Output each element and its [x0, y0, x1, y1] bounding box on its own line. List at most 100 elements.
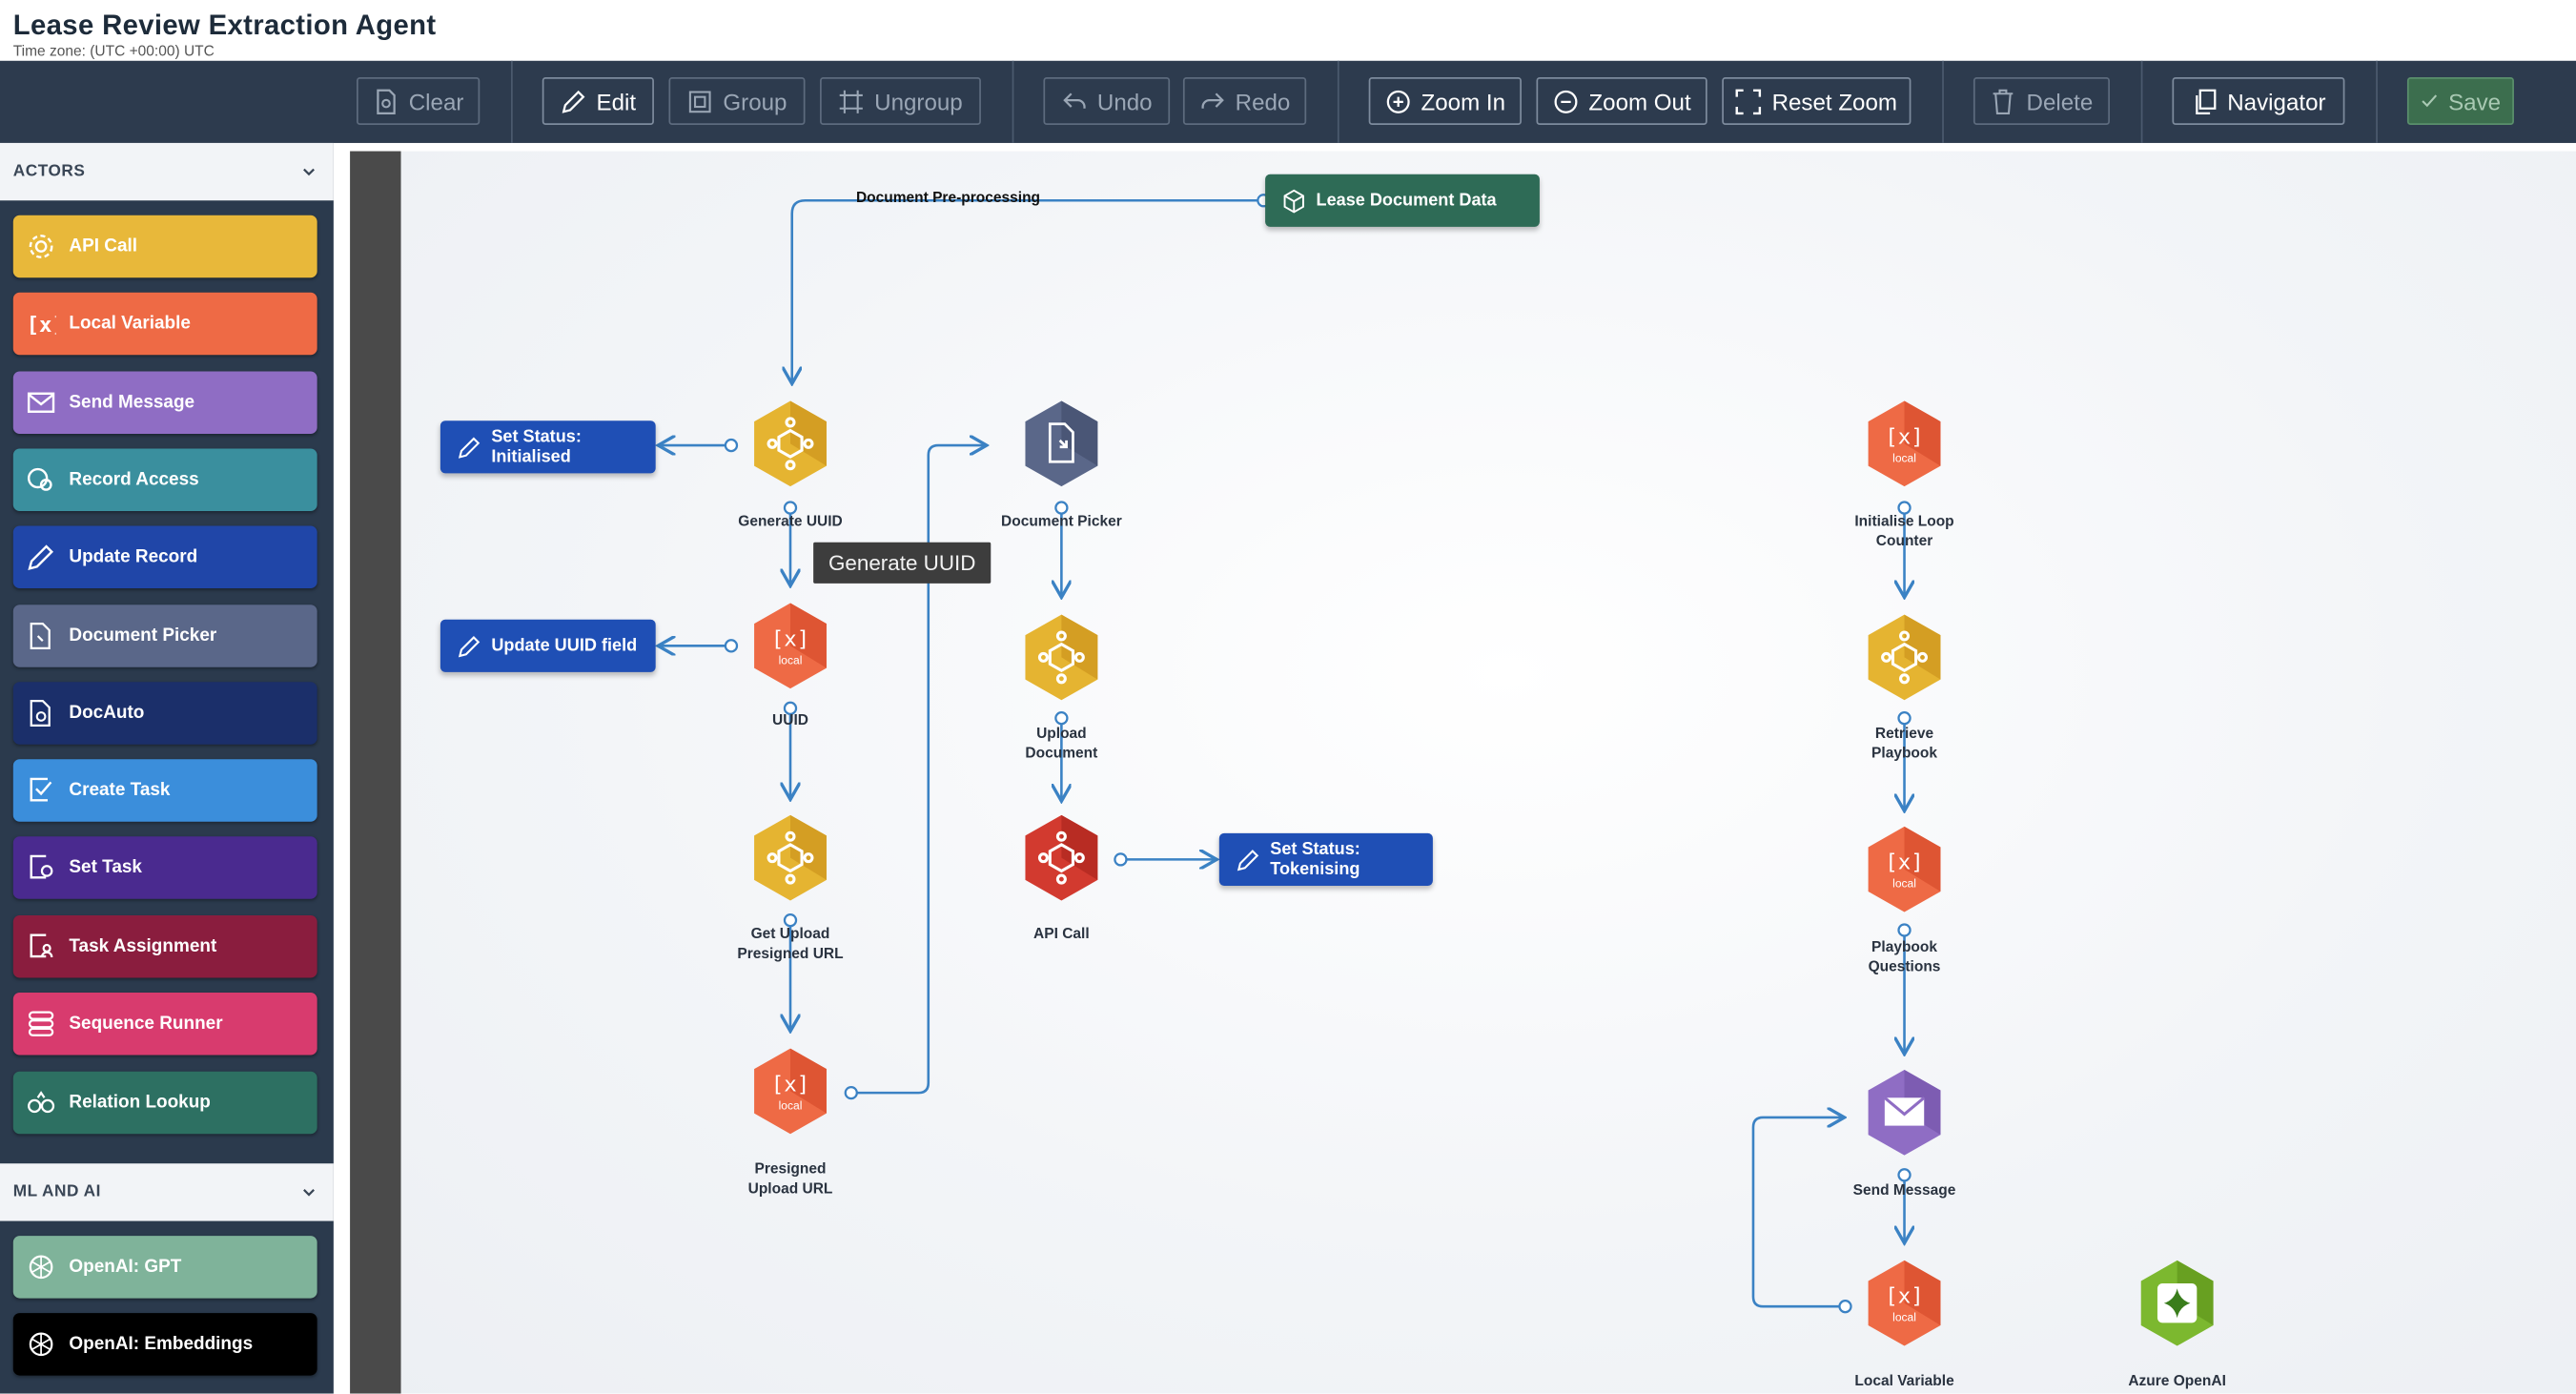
- node-label-local-variable: Local Variable: [1854, 1372, 1954, 1389]
- actor-record-access[interactable]: Record Access: [12, 448, 317, 512]
- node-label-send-message: Send Message: [1852, 1181, 1956, 1199]
- pencil-icon: [1237, 849, 1259, 871]
- actor-label: API Call: [69, 236, 138, 256]
- navigator-icon: [2195, 88, 2216, 114]
- actor-task-assignment[interactable]: Task Assignment: [12, 914, 317, 978]
- variable-icon: [x]local: [1868, 400, 1941, 487]
- redo-label: Redo: [1235, 88, 1291, 114]
- playbook-questions-node[interactable]: [x]local: [1863, 825, 1945, 913]
- initialise-loop-counter-node[interactable]: [x]local: [1863, 400, 1945, 488]
- pencil-icon: [458, 635, 480, 657]
- svg-text:[x]: [x]: [1885, 1284, 1923, 1309]
- delete-button[interactable]: Delete: [1973, 77, 2110, 125]
- box-label: Lease Document Data: [1316, 190, 1497, 211]
- gear-icon: [29, 235, 53, 258]
- zoom-out-icon: [1554, 90, 1578, 113]
- group-button[interactable]: Group: [668, 77, 806, 125]
- document-picker-icon: [30, 622, 51, 650]
- redo-button[interactable]: Redo: [1182, 77, 1307, 125]
- actor-update-record[interactable]: Update Record: [12, 525, 317, 589]
- generate-uuid-node[interactable]: [749, 400, 831, 488]
- actors-section-header[interactable]: ACTORS: [0, 142, 334, 201]
- svg-text:local: local: [779, 1098, 803, 1112]
- check-icon: [2422, 94, 2438, 108]
- reset-zoom-button[interactable]: Reset Zoom: [1722, 77, 1912, 125]
- zoom-in-button[interactable]: Zoom In: [1368, 77, 1522, 125]
- actor-openai-gpt[interactable]: OpenAI: GPT: [12, 1236, 317, 1299]
- svg-text:local: local: [779, 653, 803, 666]
- undo-label: Undo: [1096, 88, 1153, 114]
- ungroup-icon: [839, 89, 864, 113]
- svg-text:[x]: [x]: [771, 626, 809, 651]
- actor-openai-embeddings[interactable]: OpenAI: Embeddings: [12, 1313, 317, 1376]
- openai-icon: [29, 1255, 53, 1280]
- node-label-init-loop: Initialise Loop Counter: [1854, 512, 1954, 548]
- flow-canvas[interactable]: [350, 151, 2576, 1394]
- presigned-upload-url-node[interactable]: [x]local: [749, 1047, 831, 1136]
- node-label-presigned: Presigned Upload URL: [747, 1159, 833, 1196]
- get-upload-presigned-url-node[interactable]: [749, 813, 831, 902]
- zoom-out-label: Zoom Out: [1588, 88, 1691, 114]
- redo-icon: [1201, 92, 1224, 108]
- node-label-upload-document: Upload Document: [1025, 725, 1098, 761]
- edit-button[interactable]: Edit: [542, 77, 654, 125]
- node-label-retrieve-playbook: Retrieve Playbook: [1871, 725, 1938, 761]
- canvas-scroll-edge: [350, 151, 401, 1394]
- reset-zoom-icon: [1736, 88, 1762, 114]
- send-message-node[interactable]: [1863, 1068, 1945, 1157]
- set-status-tokenising-node[interactable]: Set Status: Tokenising: [1218, 832, 1433, 886]
- uuid-variable-node[interactable]: [x] local: [749, 602, 831, 690]
- api-hub-icon: [754, 814, 827, 901]
- actor-set-task[interactable]: Set Task: [12, 836, 317, 899]
- undo-icon: [1062, 92, 1086, 108]
- variable-icon: [x]local: [1868, 826, 1941, 912]
- local-variable-node[interactable]: [x]local: [1863, 1259, 1945, 1347]
- page-title: Lease Review Extraction Agent: [12, 10, 437, 42]
- save-button[interactable]: Save: [2406, 77, 2514, 125]
- group-icon: [688, 90, 711, 113]
- upload-document-node[interactable]: [1020, 613, 1102, 702]
- chevron-down-icon: [303, 167, 315, 175]
- docauto-icon: [30, 699, 51, 728]
- ungroup-button[interactable]: Ungroup: [820, 77, 981, 125]
- actor-local-variable[interactable]: [x] Local Variable: [12, 292, 317, 356]
- actor-label: OpenAI: GPT: [69, 1257, 182, 1278]
- clear-button[interactable]: Clear: [356, 77, 480, 125]
- azure-openai-node[interactable]: [2136, 1259, 2218, 1347]
- actor-label: Local Variable: [69, 314, 191, 334]
- actor-label: Document Picker: [69, 625, 217, 646]
- actor-send-message[interactable]: Send Message: [12, 371, 317, 435]
- document-picker-icon: [1025, 400, 1098, 487]
- svg-text:[x]: [x]: [27, 313, 56, 338]
- actor-label: Update Record: [69, 546, 198, 567]
- lease-document-data-node[interactable]: Lease Document Data: [1265, 174, 1540, 227]
- undo-button[interactable]: Undo: [1043, 77, 1171, 125]
- clear-label: Clear: [408, 88, 464, 114]
- box-label: Set Status: Initialised: [491, 427, 582, 467]
- node-label-azure-openai: Azure OpenAI: [2128, 1372, 2226, 1389]
- actor-sequence-runner[interactable]: Sequence Runner: [12, 992, 317, 1056]
- set-status-initialised-node[interactable]: Set Status: Initialised: [440, 420, 656, 474]
- svg-text:[x]: [x]: [1885, 851, 1923, 875]
- actor-relation-lookup[interactable]: Relation Lookup: [12, 1071, 317, 1135]
- edge-presigned-to-picker: [850, 445, 985, 1095]
- document-picker-node[interactable]: [1020, 400, 1102, 488]
- actor-label: DocAuto: [69, 703, 145, 724]
- zoom-out-button[interactable]: Zoom Out: [1536, 77, 1707, 125]
- actor-document-picker[interactable]: Document Picker: [12, 605, 317, 667]
- api-call-node[interactable]: [1020, 813, 1102, 902]
- variable-icon: [x]local: [1868, 1260, 1941, 1346]
- task-assignment-icon: [30, 933, 53, 958]
- actor-create-task[interactable]: Create Task: [12, 759, 317, 822]
- actor-docauto[interactable]: DocAuto: [12, 682, 317, 745]
- retrieve-playbook-node[interactable]: [1863, 613, 1945, 702]
- ungroup-label: Ungroup: [874, 88, 963, 114]
- update-uuid-field-node[interactable]: Update UUID field: [440, 619, 656, 672]
- ml-section-header[interactable]: ML AND AI: [0, 1163, 334, 1221]
- actor-label: Create Task: [69, 780, 171, 801]
- actor-label: Record Access: [69, 469, 199, 490]
- node-label-api-call: API Call: [1033, 925, 1090, 942]
- navigator-button[interactable]: Navigator: [2172, 77, 2345, 125]
- actor-api-call[interactable]: API Call: [12, 215, 317, 278]
